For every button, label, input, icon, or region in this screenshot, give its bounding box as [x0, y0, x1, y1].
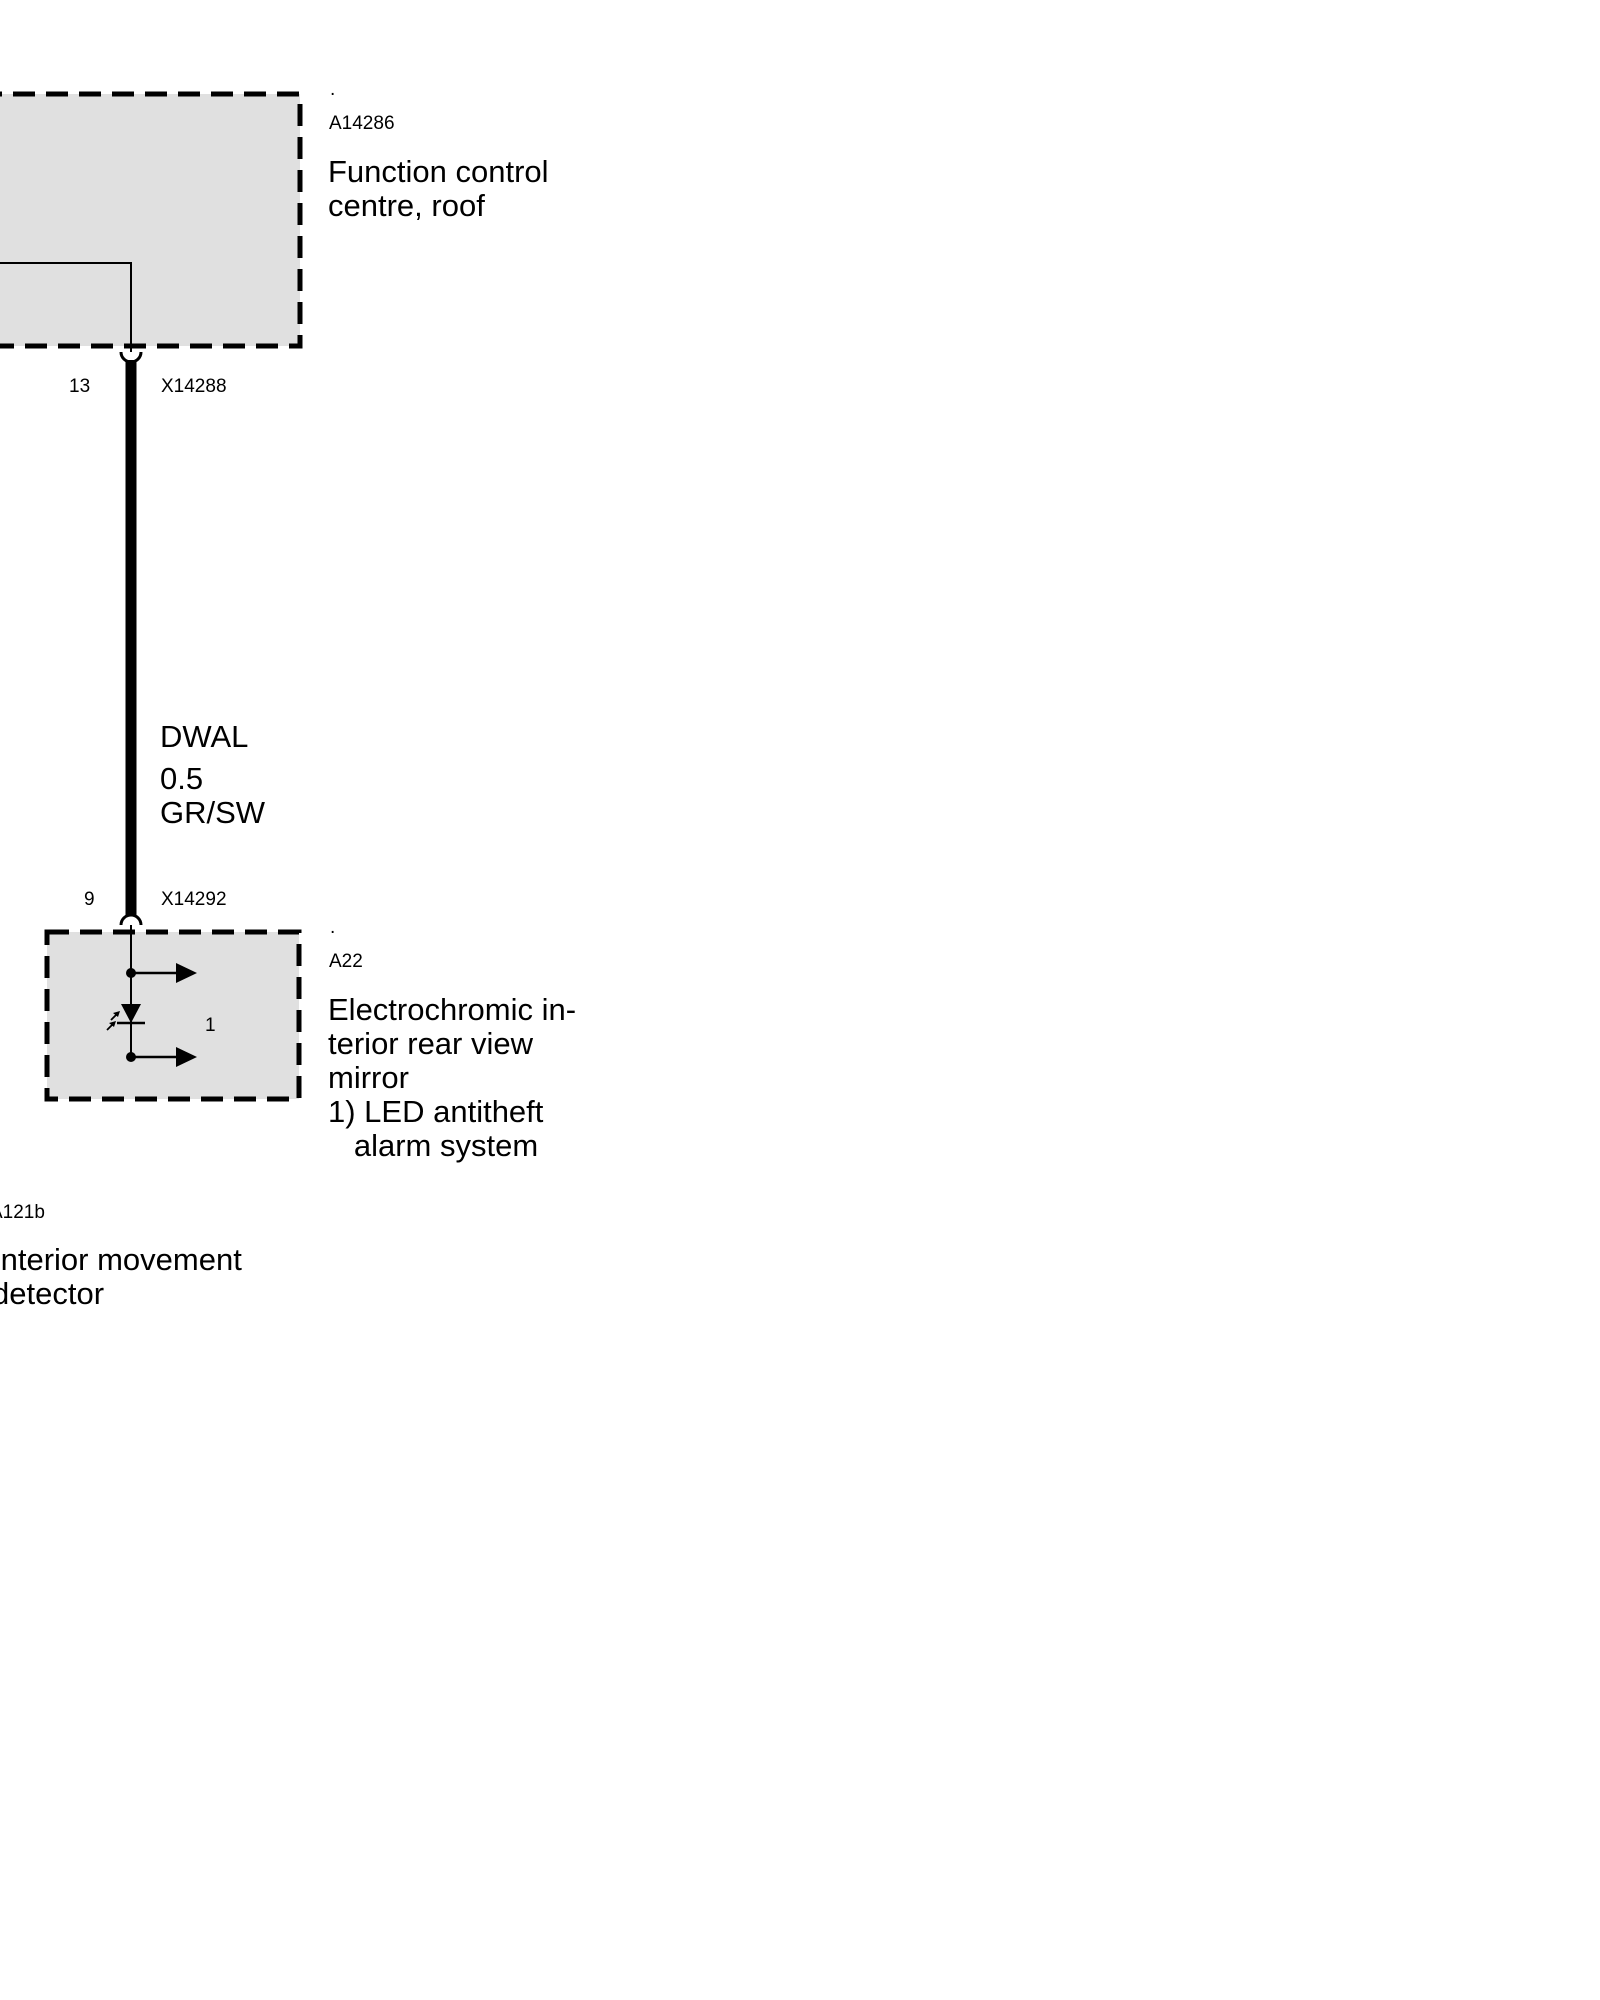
connector-x14292-symbol: [119, 913, 143, 926]
a22-name-line2: terior rear view: [328, 1026, 533, 1061]
wire-cross-section-label: 0.5: [160, 761, 204, 796]
a22-note-line1: 1) LED antitheft: [328, 1094, 544, 1129]
a14286-name-line1: Function control: [328, 154, 549, 189]
a14286-id: A14286: [329, 113, 395, 134]
a14286-name-line2: centre, roof: [328, 188, 485, 223]
output-arrow-bottom: [176, 1047, 197, 1067]
wire-color-code-label: GR/SW: [160, 795, 266, 830]
a22-name-line3: mirror: [328, 1060, 409, 1095]
x14288-id: X14288: [161, 376, 227, 397]
a121b-name-line1: Interior movement: [0, 1242, 242, 1277]
function-control-centre-box: [0, 91, 303, 349]
a22-note-line2: alarm system: [328, 1128, 539, 1163]
electrochromic-mirror-box: [44, 929, 302, 1102]
internal-wire-a14286: [0, 262, 132, 352]
x14288-pin: 13: [69, 376, 91, 397]
wire-signal-label: DWAL: [160, 719, 249, 754]
led-diode-symbol: [121, 1004, 141, 1023]
x14292-id: X14292: [161, 889, 227, 910]
a22-name-line1: Electrochromic in-: [328, 992, 577, 1027]
a22-id: A22: [329, 951, 363, 972]
a121b-name-line2: detector: [0, 1276, 105, 1311]
a14286-dot: .: [330, 79, 336, 100]
output-arrow-top: [176, 963, 197, 983]
a121b-id: A121b: [0, 1202, 45, 1223]
x14292-pin: 9: [84, 889, 95, 910]
a22-dot: .: [330, 917, 336, 938]
led-circuit: [106, 925, 197, 1067]
a22-internal-pin: 1: [205, 1015, 216, 1036]
